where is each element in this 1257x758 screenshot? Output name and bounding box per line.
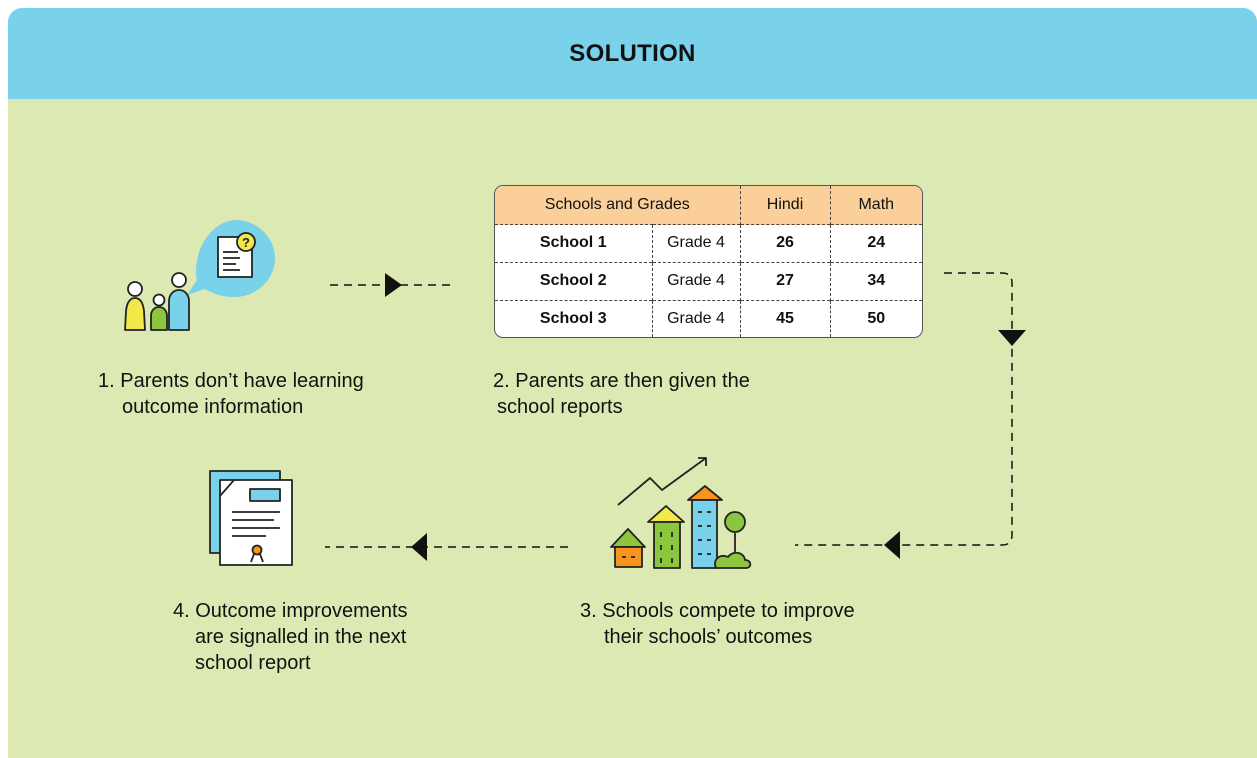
hindi-score: 26 bbox=[739, 224, 831, 263]
table-row: School 1 Grade 4 26 24 bbox=[495, 224, 922, 263]
caption-line: outcome information bbox=[122, 396, 304, 418]
arrow-step2-to-step3 bbox=[795, 272, 1026, 559]
column-header-hindi: Hindi bbox=[739, 186, 831, 225]
hindi-score: 45 bbox=[739, 299, 831, 337]
math-score: 24 bbox=[829, 224, 922, 263]
svg-text:?: ? bbox=[242, 235, 250, 250]
grade: Grade 4 bbox=[651, 224, 741, 263]
table-row: School 2 Grade 4 27 34 bbox=[495, 261, 922, 301]
header-banner: SOLUTION bbox=[8, 8, 1257, 99]
parents-question-icon: ? bbox=[124, 220, 275, 331]
page-title: SOLUTION bbox=[569, 39, 696, 67]
math-score: 34 bbox=[829, 261, 922, 301]
school-name: School 1 bbox=[495, 224, 652, 263]
caption-line: their schools’ outcomes bbox=[604, 626, 813, 648]
caption-line: 4. Outcome improvements bbox=[173, 600, 408, 622]
grade: Grade 4 bbox=[651, 299, 741, 337]
caption-line: are signalled in the next bbox=[195, 626, 407, 648]
caption-line: 2. Parents are then given the bbox=[493, 370, 750, 392]
caption-line: 3. Schools compete to improve bbox=[580, 600, 855, 622]
column-header-schools: Schools and Grades bbox=[495, 186, 741, 225]
step-3-caption: 3. Schools compete to improve their scho… bbox=[580, 598, 855, 650]
hindi-score: 27 bbox=[739, 261, 831, 301]
table-row: School 3 Grade 4 45 50 bbox=[495, 299, 922, 337]
math-score: 50 bbox=[829, 299, 922, 337]
grade: Grade 4 bbox=[651, 261, 741, 301]
caption-line: 1. Parents don’t have learning bbox=[98, 370, 364, 392]
arrow-step3-to-step4 bbox=[325, 533, 568, 561]
step-1-caption: 1. Parents don’t have learning outcome i… bbox=[98, 368, 364, 420]
arrow-step1-to-step2 bbox=[330, 273, 450, 297]
step-4-caption: 4. Outcome improvements are signalled in… bbox=[173, 598, 408, 676]
school-buildings-growth-icon bbox=[610, 457, 752, 569]
school-report-table: Schools and Grades Hindi Math School 1 G… bbox=[494, 185, 923, 338]
caption-line: school report bbox=[195, 652, 311, 674]
step-2-caption: 2. Parents are then given the school rep… bbox=[493, 368, 750, 420]
column-header-math: Math bbox=[829, 186, 922, 225]
caption-line: school reports bbox=[497, 396, 623, 418]
certificate-report-icon bbox=[209, 470, 293, 566]
school-name: School 3 bbox=[495, 299, 652, 337]
school-name: School 2 bbox=[495, 261, 652, 301]
table-header-row: Schools and Grades Hindi Math bbox=[495, 186, 922, 225]
solution-panel: SOLUTION bbox=[8, 8, 1257, 758]
